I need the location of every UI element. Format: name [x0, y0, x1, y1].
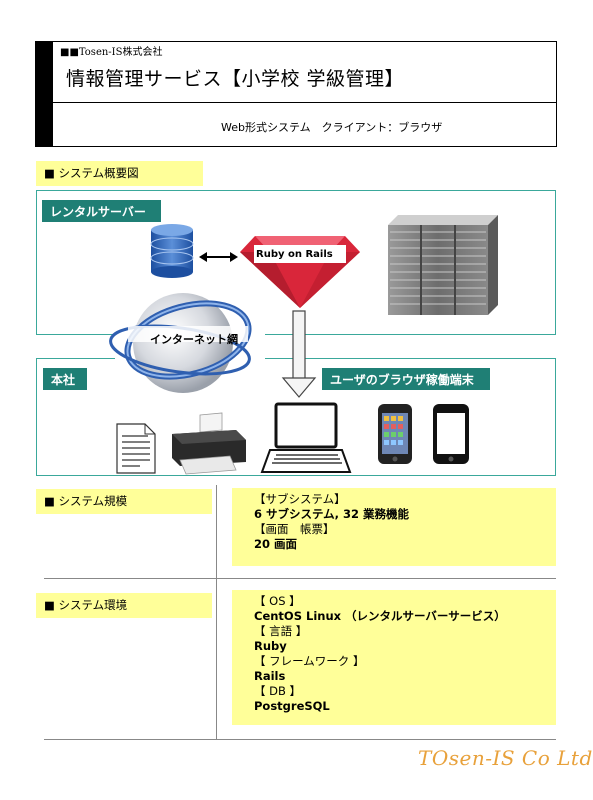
table-divider-2 — [44, 739, 556, 740]
honsha-label: 本社 — [43, 368, 87, 390]
header-accent-bar — [35, 41, 52, 147]
double-arrow-icon — [199, 252, 238, 262]
laptop-icon — [260, 402, 352, 473]
env-line: Ruby — [254, 639, 287, 653]
section-label-scale: ■ システム規模 — [36, 489, 212, 514]
down-arrow-icon — [281, 310, 317, 398]
env-line: 【 OS 】 — [254, 594, 301, 608]
header-box — [52, 41, 557, 147]
scale-line: 【画面 帳票】 — [254, 522, 335, 536]
browser-terminal-label: ユーザのブラウザ稼働端末 — [322, 368, 490, 390]
smartphone-blank-icon — [433, 404, 469, 464]
page-title: 情報管理サービス【小学校 学級管理】 — [66, 68, 405, 90]
scale-line: 20 画面 — [254, 537, 298, 551]
server-rack-icon — [388, 215, 498, 315]
env-line: Rails — [254, 669, 286, 683]
env-line: PostgreSQL — [254, 699, 330, 713]
globe-icon — [109, 283, 265, 408]
printer-icon — [172, 412, 246, 475]
page-subtitle: Web形式システム クライアント：ブラウザ — [221, 121, 443, 134]
scale-line: 【サブシステム】 — [254, 492, 346, 506]
section-label-overview: ■ システム概要図 — [36, 161, 203, 186]
internet-label: インターネット網 — [150, 333, 238, 346]
env-line: CentOS Linux （レンタルサーバーサービス） — [254, 609, 506, 623]
smartphone-icon — [378, 404, 412, 464]
env-line: 【 言語 】 — [254, 624, 308, 638]
ruby-gem-icon — [240, 236, 360, 308]
environment-info: 【 OS 】 CentOS Linux （レンタルサーバーサービス） 【 言語 … — [232, 590, 556, 725]
section-label-environment: ■ システム環境 — [36, 593, 212, 618]
table-divider-1 — [44, 578, 556, 579]
header-divider — [52, 102, 557, 103]
env-line: 【 DB 】 — [254, 684, 302, 698]
env-line: 【 フレームワーク 】 — [254, 654, 365, 668]
ruby-on-rails-label: Ruby on Rails — [256, 249, 333, 260]
database-icon — [150, 224, 194, 278]
document-icon — [116, 423, 156, 474]
scale-info: 【サブシステム】 6 サブシステム, 32 業務機能 【画面 帳票】 20 画面 — [232, 488, 556, 566]
table-vertical-divider — [216, 485, 217, 740]
company-logo: TOsen-IS Co Ltd — [418, 746, 593, 770]
rental-server-label: レンタルサーバー — [42, 200, 161, 222]
company-name: ■■Tosen-IS株式会社 — [60, 47, 163, 58]
scale-line: 6 サブシステム, 32 業務機能 — [254, 507, 410, 521]
